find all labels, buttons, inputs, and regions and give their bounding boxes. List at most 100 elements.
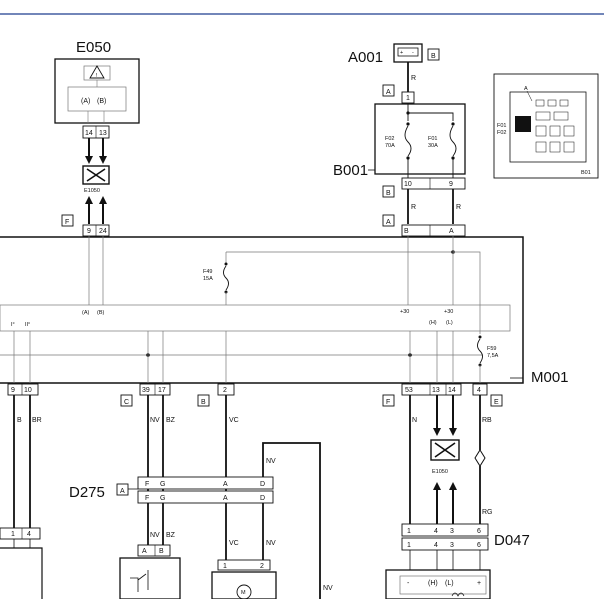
network-cross-icon bbox=[434, 442, 456, 458]
b001-label: B001 bbox=[333, 162, 368, 179]
m001-supply-1: +30 bbox=[400, 309, 409, 315]
fuse-f59-icon bbox=[477, 338, 483, 364]
a001-tag bbox=[427, 48, 440, 61]
inset-fusebox-icon bbox=[509, 91, 587, 163]
d047-row-2 bbox=[401, 537, 489, 551]
arrow-up-icon bbox=[99, 196, 107, 204]
svg-text:BR: BR bbox=[32, 417, 42, 424]
svg-text:VC: VC bbox=[229, 540, 239, 547]
a001-label: A001 bbox=[348, 49, 383, 66]
connector-tag-f-bottom bbox=[382, 394, 395, 407]
b001-tag-b bbox=[382, 185, 395, 198]
svg-text:RG: RG bbox=[482, 509, 493, 516]
b001-pin-10: 10 bbox=[404, 181, 412, 188]
svg-text:NV: NV bbox=[266, 540, 276, 547]
svg-text:9: 9 bbox=[11, 387, 15, 394]
m001-inner-bus bbox=[0, 304, 511, 332]
fuse-f01-label: F01 bbox=[428, 136, 437, 142]
svg-text:II°: II° bbox=[25, 322, 30, 328]
svg-text:!: ! bbox=[96, 73, 98, 79]
svg-text:F: F bbox=[145, 495, 149, 502]
svg-text:A: A bbox=[386, 219, 391, 226]
svg-text:2: 2 bbox=[260, 563, 264, 570]
svg-text:1: 1 bbox=[223, 563, 227, 570]
d047-network-box bbox=[430, 439, 460, 461]
svg-text:(H): (H) bbox=[428, 580, 438, 587]
e050-box bbox=[54, 58, 140, 124]
svg-text:VC: VC bbox=[229, 417, 239, 424]
inset-panel bbox=[493, 73, 599, 179]
svg-text:1: 1 bbox=[407, 528, 411, 535]
fuse-f49-label: F49 bbox=[203, 269, 212, 275]
connector-tag-e bbox=[490, 394, 503, 407]
e050-network-label: E1050 bbox=[84, 188, 100, 194]
svg-text:A: A bbox=[142, 548, 147, 555]
svg-text:1: 1 bbox=[407, 542, 411, 549]
fuse-f02-rating: 70A bbox=[385, 143, 395, 149]
svg-text:B: B bbox=[386, 190, 391, 197]
arrow-up-icon bbox=[85, 196, 93, 204]
svg-text:A: A bbox=[386, 89, 391, 96]
nv-wire-loop bbox=[262, 442, 321, 599]
arrow-down-icon bbox=[99, 156, 107, 164]
svg-text:+: + bbox=[477, 580, 481, 587]
svg-text:F: F bbox=[145, 481, 149, 488]
svg-text:4: 4 bbox=[434, 542, 438, 549]
fuse-f59-rating: 7,5A bbox=[487, 353, 499, 359]
a001-wire: R bbox=[411, 75, 416, 82]
e050-pin-14: 14 bbox=[85, 130, 93, 137]
b001-wire-10: R bbox=[411, 204, 416, 211]
d275-tag bbox=[116, 483, 129, 496]
connector-left-pins bbox=[7, 383, 39, 396]
d047-row-1 bbox=[401, 523, 489, 537]
svg-text:10: 10 bbox=[24, 387, 32, 394]
connector-tag-b bbox=[197, 394, 210, 407]
b001-pin-box-bottom bbox=[401, 177, 466, 190]
svg-text:3: 3 bbox=[450, 528, 454, 535]
svg-text:BZ: BZ bbox=[166, 532, 176, 539]
svg-text:B: B bbox=[159, 548, 164, 555]
arrow-up-icon bbox=[449, 482, 457, 490]
motor-pins bbox=[217, 559, 271, 571]
svg-text:1: 1 bbox=[11, 531, 15, 538]
network-node-box bbox=[82, 165, 110, 185]
fuse-f02-label: F02 bbox=[385, 136, 394, 142]
svg-text:A: A bbox=[524, 86, 528, 92]
svg-text:6: 6 bbox=[477, 528, 481, 535]
svg-text:6: 6 bbox=[477, 542, 481, 549]
fuse-f01-rating: 30A bbox=[428, 143, 438, 149]
svg-text:NV: NV bbox=[266, 458, 276, 465]
b001-tag-a bbox=[382, 84, 395, 97]
svg-text:4: 4 bbox=[27, 531, 31, 538]
inset-label: B01 bbox=[581, 170, 591, 176]
svg-text:F: F bbox=[386, 399, 390, 406]
warning-icon bbox=[89, 65, 105, 79]
network-cross-icon bbox=[86, 168, 106, 182]
svg-text:53: 53 bbox=[405, 387, 413, 394]
svg-text:(B): (B) bbox=[97, 310, 105, 316]
svg-text:14: 14 bbox=[448, 387, 456, 394]
svg-text:4: 4 bbox=[434, 528, 438, 535]
svg-text:D: D bbox=[260, 495, 265, 502]
svg-text:(A): (A) bbox=[82, 310, 90, 316]
svg-text:A: A bbox=[223, 481, 228, 488]
connector-tag-f bbox=[61, 214, 74, 227]
svg-text:N: N bbox=[412, 417, 417, 424]
m001-pin-9: 9 bbox=[87, 228, 91, 235]
m001-box bbox=[0, 236, 524, 384]
svg-text:39: 39 bbox=[142, 387, 150, 394]
svg-text:C: C bbox=[124, 399, 129, 406]
svg-text:3: 3 bbox=[450, 542, 454, 549]
svg-text:-: - bbox=[412, 50, 414, 56]
svg-text:G: G bbox=[160, 495, 165, 502]
m001-label: M001 bbox=[531, 369, 569, 386]
m001-supply-2: +30 bbox=[444, 309, 453, 315]
svg-text:NV: NV bbox=[150, 532, 160, 539]
fuse-f59-label: F59 bbox=[487, 346, 496, 352]
fuse-f49-rating: 15A bbox=[203, 276, 213, 282]
d275-row-2 bbox=[137, 490, 274, 504]
e050-label-b: (B) bbox=[97, 98, 106, 105]
svg-text:D: D bbox=[260, 481, 265, 488]
